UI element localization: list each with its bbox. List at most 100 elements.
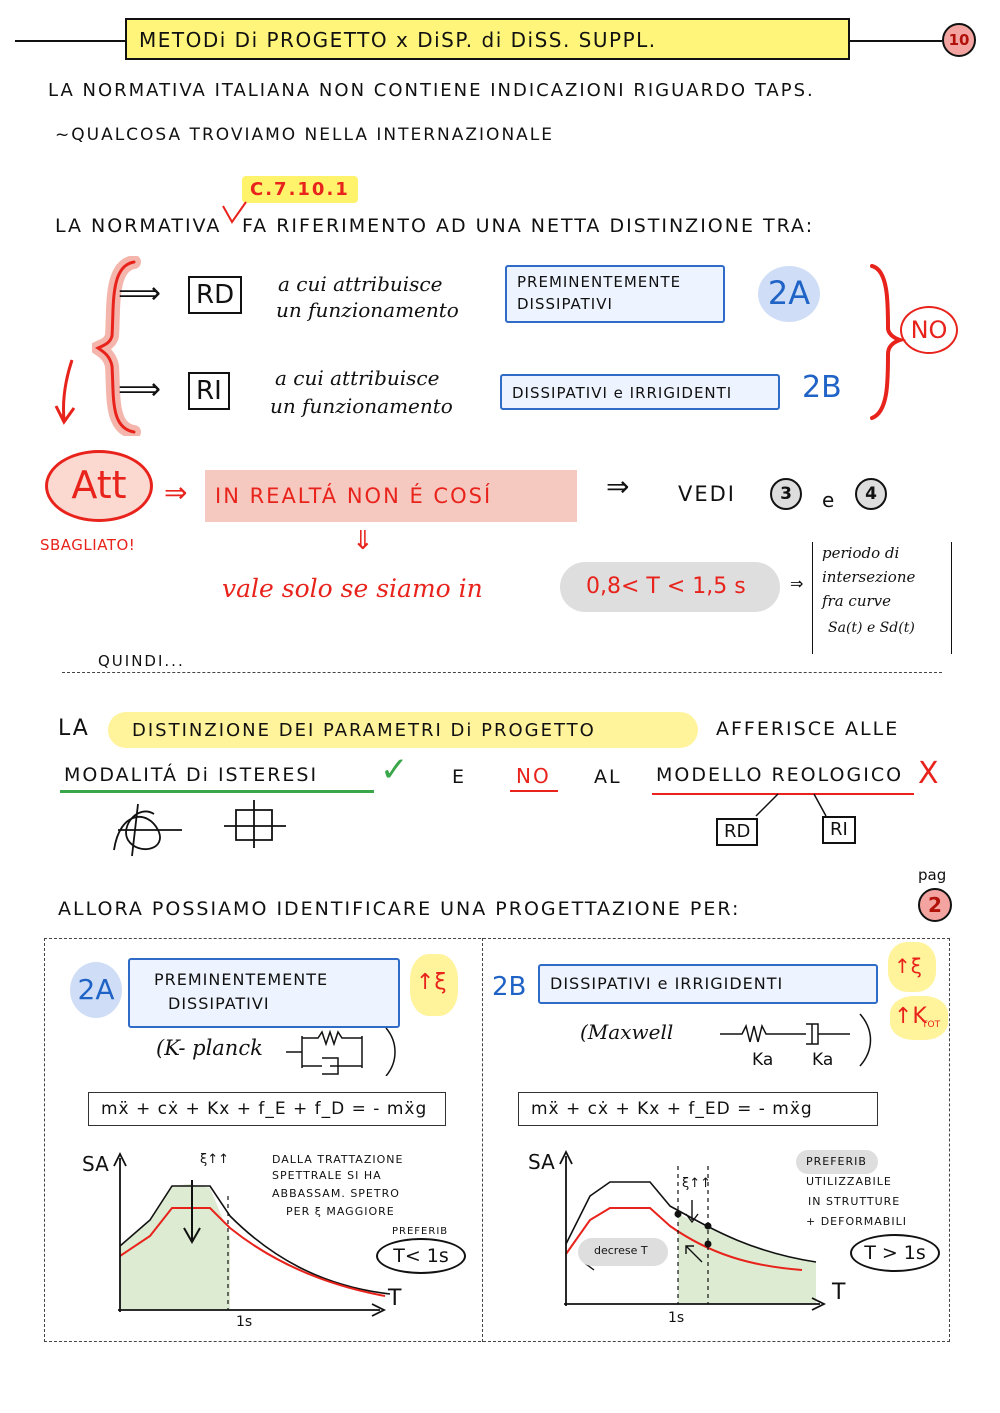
panel-b-note-3: IN STRUTTURE: [808, 1195, 901, 1208]
panel-a-note-4: PER ξ MAGGIORE: [286, 1205, 395, 1218]
range-text: 0,8< T < 1,5 s: [586, 574, 746, 599]
range-pill: 0,8< T < 1,5 s: [560, 562, 780, 612]
intro-line-1: LA NORMATIVA ITALIANA NON CONTIENE INDIC…: [48, 80, 815, 101]
check-mark-icon: [222, 201, 247, 224]
rd-label: RD: [188, 276, 243, 314]
panel-a-xi-annot: ξ↑↑: [200, 1152, 230, 1167]
panel-b-title-box: DISSIPATIVI e IRRIGIDENTI: [538, 964, 878, 1004]
modello-cross: X: [918, 756, 939, 791]
panel-a-tick: 1s: [236, 1314, 253, 1330]
distinction-e: E: [452, 766, 467, 788]
ri-arrow: ⟹: [118, 372, 162, 407]
panel-a-xi: ↑ξ: [416, 970, 447, 995]
modello-branches-icon: [755, 793, 827, 817]
rd-category-text: PREMINENTEMENTE DISSIPATIVI: [517, 273, 682, 313]
panel-b-code: 2B: [492, 972, 527, 1002]
see-arrow: ⇒: [606, 470, 630, 503]
down-arrow: ⇓: [352, 526, 374, 556]
valid-text: vale solo se siamo in: [222, 574, 483, 603]
ri-desc-2: un funzionamento: [270, 394, 453, 418]
panel-b-note-4: + DEFORMABILI: [806, 1215, 907, 1228]
modello-underline: [652, 793, 914, 795]
ri-code: 2B: [802, 370, 842, 405]
header-line-left: [15, 40, 125, 42]
no-underline: [510, 790, 558, 792]
panel-a-xi-badge: ↑ξ: [410, 954, 458, 1016]
distinction-rest: AFFERISCE ALLE: [716, 718, 900, 740]
panels-frame: [44, 938, 950, 1342]
pag-number: 2: [928, 893, 942, 917]
hysteresis-rect-icon: [224, 800, 286, 848]
intro-line-2: ~QUALCOSA TROVIAMO NELLA INTERNAZIONALE: [55, 125, 554, 145]
panel-b-pref-value: T > 1s: [864, 1242, 926, 1264]
distinction-la: LA: [58, 716, 90, 741]
panel-b-ktot: ↑K: [894, 1004, 927, 1029]
range-arrow: ⇒: [790, 574, 804, 593]
panel-b-pref-pill: T > 1s: [850, 1234, 940, 1272]
panel-b-note-1: PREFERIB: [806, 1155, 867, 1168]
panel-b-ka-1: Ka: [752, 1050, 774, 1070]
page-number: 10: [948, 31, 970, 49]
panel-b-chart: [559, 1149, 827, 1311]
panel-b-small-arrow: [685, 1200, 699, 1224]
panel-a-fill: [120, 1184, 230, 1310]
left-brace-icon: [92, 256, 141, 436]
distinction-al: AL: [594, 766, 622, 788]
ref-a: 3: [780, 484, 792, 504]
panel-a-code: 2A: [77, 973, 115, 1006]
verdict-text: NO: [910, 316, 948, 344]
panel-b-model: (Maxwell: [580, 1020, 674, 1044]
normativa-ref: C.7.10.1: [250, 179, 350, 200]
panel-b-decrease-pill: [578, 1238, 668, 1266]
header-line-right: [850, 40, 942, 42]
maxwell-model-icon: [720, 1013, 872, 1067]
ref-b-badge: 4: [855, 478, 887, 510]
modello-ri: RI: [822, 816, 856, 844]
quindi-label: QUINDI...: [98, 652, 185, 670]
panel-b-note-2: UTILIZZABILE: [806, 1175, 892, 1188]
reality-banner: IN REALTÁ NON É COSÍ: [205, 470, 577, 522]
panel-b-x-label: T: [832, 1280, 846, 1305]
att-arrow: ⇒: [164, 476, 188, 509]
ref-a-badge: 3: [770, 478, 802, 510]
distinction-no: NO: [516, 764, 551, 788]
see-label: VEDI: [678, 482, 736, 506]
ri-category-text: DISSIPATIVI e IRRIGIDENTI: [512, 384, 733, 402]
panel-a-code-badge: 2A: [70, 962, 122, 1018]
pag-label: pag: [918, 866, 947, 884]
range-note-4: Sa(t) e Sd(t): [828, 620, 915, 636]
isteresi-label: MODALITÁ Di ISTERESI: [64, 764, 319, 786]
panel-a-note-3: ABBASSAM. SPETRO: [272, 1187, 400, 1200]
ref-conj: e: [822, 488, 835, 512]
modello-label: MODELLO REOLOGICO: [656, 764, 904, 786]
panel-a-down-arrow: [183, 1180, 201, 1245]
panel-b-y-label: SA: [528, 1150, 555, 1174]
distinction-highlight-text: DISTINZIONE DEI PARAMETRI Di PROGETTO: [132, 720, 596, 741]
att-text: Att: [71, 463, 127, 507]
panel-b-curve-upper: [565, 1181, 817, 1263]
header-title: METODi Di PROGETTO x DiSP. di DiSS. SUPP…: [139, 28, 657, 52]
panel-a-pref-value: T< 1s: [393, 1245, 449, 1267]
panel-a-equation: mẍ + cẋ + Kx + f_E + f_D = - mẍg: [88, 1092, 446, 1126]
kelvin-model-icon: [286, 1027, 396, 1076]
panel-a-title-1: PREMINENTEMENTE: [154, 970, 329, 989]
right-brace-icon: [870, 264, 906, 420]
range-note-2: intersezione: [822, 568, 916, 586]
panel-b-diag-arrow: [685, 1245, 703, 1263]
panels-divider: [482, 938, 483, 1342]
ri-category: DISSIPATIVI e IRRIGIDENTI: [500, 374, 780, 410]
wrong-label: SBAGLIATO!: [40, 536, 136, 554]
panel-b-xi: ↑ξ: [894, 954, 922, 978]
panel-a-x-label: T: [388, 1286, 402, 1311]
isteresi-underline: [60, 790, 374, 793]
panel-a-curve-lower: [119, 1207, 386, 1297]
red-down-arrow-icon: [54, 359, 76, 425]
hysteresis-loop-icon: [113, 803, 182, 857]
panel-a-curve-upper: [119, 1185, 391, 1295]
panel-b-ktot-badge: ↑K TOT: [890, 996, 948, 1040]
panel-a-title-box: PREMINENTEMENTE DISSIPATIVI: [128, 958, 400, 1028]
range-note-bracket: [812, 542, 952, 654]
ref-b: 4: [865, 484, 877, 504]
reality-text: IN REALTÁ NON É COSÍ: [215, 484, 493, 508]
panel-a-pref-pill: T< 1s: [376, 1238, 466, 1274]
